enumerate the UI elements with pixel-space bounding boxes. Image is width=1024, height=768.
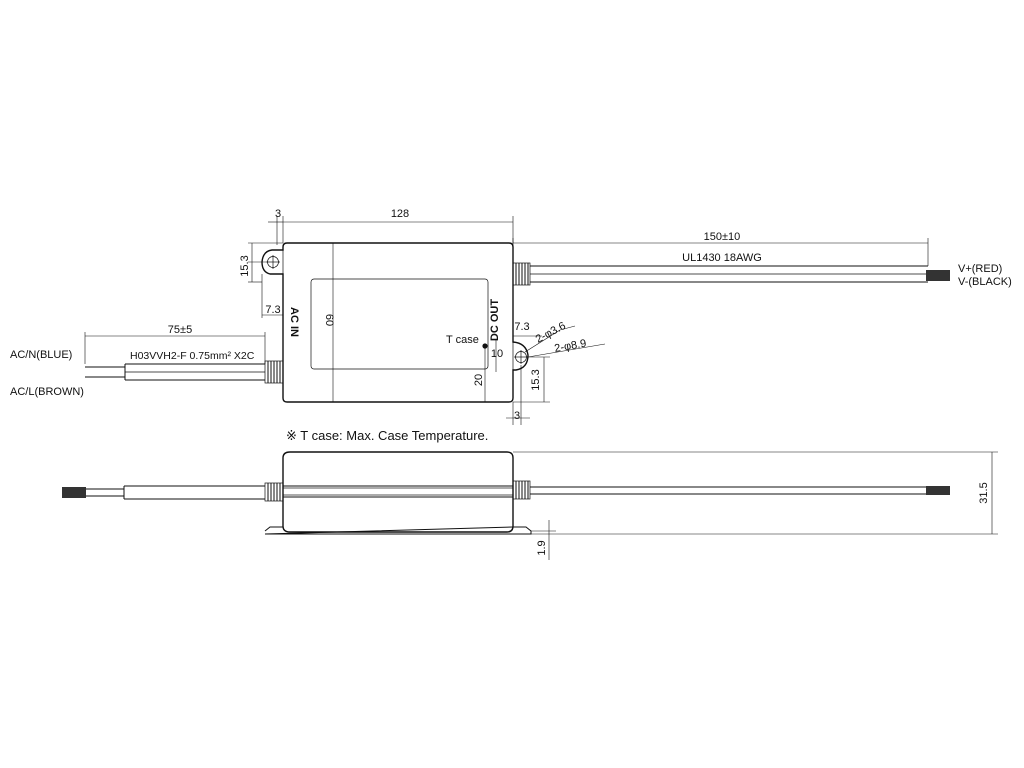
side-ac-strain-relief	[264, 482, 284, 502]
dim-width-128-text: 128	[391, 208, 409, 220]
top-view: 128 3 15.3 7.3 60 75±5 150±10 7.3 10 20 …	[10, 208, 1012, 425]
dim-height-31-5	[513, 451, 998, 535]
ac-in-label: AC IN	[288, 307, 300, 337]
side-ac-cable	[62, 485, 265, 500]
dim-15-3-left-text: 15.3	[239, 255, 251, 276]
mounting-hole-right	[514, 350, 528, 364]
dim-15-3-right-text: 15.3	[530, 369, 542, 390]
dim-3-top-text: 3	[275, 208, 281, 220]
side-dc-strain-relief	[512, 480, 531, 500]
dc-wire-ends	[926, 270, 950, 281]
hole-large-label: 2-φ8.9	[553, 338, 587, 355]
ac-cable-spec: H03VVH2-F 0.75mm² X2C	[130, 350, 255, 362]
ac-cable	[85, 363, 265, 381]
dim-3-bottom	[506, 365, 530, 425]
dim-offset-20-text: 20	[473, 374, 485, 386]
dim-15-3-right	[513, 356, 550, 403]
side-housing	[282, 451, 514, 533]
label-window	[310, 278, 489, 370]
dim-15-3-left	[248, 242, 283, 283]
dc-cable	[530, 265, 950, 283]
v-neg-label: V-(BLACK)	[958, 276, 1012, 288]
dim-7-3-left	[261, 274, 283, 318]
dc-cable-spec: UL1430 18AWG	[682, 252, 762, 264]
side-dc-cable	[530, 486, 950, 495]
dim-flange-1-9	[531, 520, 556, 560]
dim-ac-75-text: 75±5	[168, 324, 192, 336]
dim-dc-150	[512, 238, 929, 266]
dim-dc-150-text: 150±10	[704, 231, 741, 243]
v-pos-label: V+(RED)	[958, 263, 1002, 275]
dc-strain-relief	[512, 262, 531, 286]
side-view: 31.5 1.9	[62, 451, 998, 560]
dim-offset-10-text: 10	[491, 348, 503, 360]
ac-l-label: AC/L(BROWN)	[10, 386, 84, 398]
ac-n-label: AC/N(BLUE)	[10, 349, 72, 361]
t-case-note: ※ T case: Max. Case Temperature.	[286, 428, 488, 443]
ac-strain-relief	[264, 360, 284, 384]
dim-3-bottom-text: 3	[514, 410, 520, 422]
dim-flange-1-9-text: 1.9	[536, 540, 548, 555]
dim-width-128	[282, 216, 514, 243]
side-flange	[264, 526, 532, 535]
dim-ac-75	[84, 332, 266, 364]
mounting-hole-left	[266, 255, 280, 269]
dim-7-3-left-text: 7.3	[265, 304, 280, 316]
dim-3-top	[268, 216, 283, 245]
housing-outline	[261, 242, 529, 403]
dim-7-3-right-text: 7.3	[514, 321, 529, 333]
dim-offsets	[484, 340, 497, 402]
t-case-label: T case	[446, 334, 479, 346]
dim-height-60-text: 60	[323, 314, 335, 326]
hole-leaders	[524, 325, 606, 358]
dc-out-label: DC OUT	[489, 299, 501, 341]
dim-height-31-5-text: 31.5	[978, 482, 990, 503]
